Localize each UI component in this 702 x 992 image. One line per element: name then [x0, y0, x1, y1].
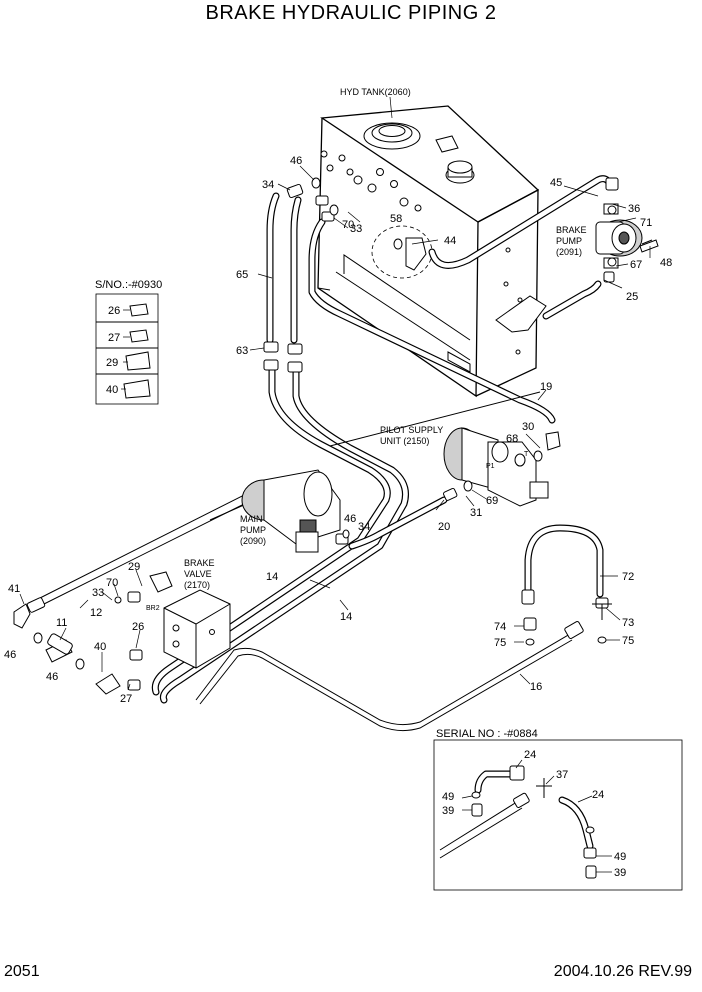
label-t: T — [524, 451, 529, 458]
serial-box-title: SERIAL NO : -#0884 — [436, 728, 538, 740]
date-revision: 2004.10.26 REV.99 — [553, 963, 692, 980]
main-pump — [241, 469, 341, 553]
callout: 68 — [506, 433, 518, 445]
label-brake-valve-2: VALVE — [184, 569, 212, 579]
callout: 73 — [622, 617, 634, 629]
callout: 46 — [290, 155, 302, 167]
callout: 26 — [132, 621, 144, 633]
page-title: BRAKE HYDRAULIC PIPING 2 — [205, 2, 497, 24]
serial-callout: 39 — [614, 867, 626, 879]
callout: 30 — [522, 421, 534, 433]
label-brake-valve-3: (2170) — [184, 580, 210, 590]
label-hyd-tank: HYD TANK(2060) — [340, 87, 411, 97]
callout: 45 — [550, 177, 562, 189]
callout: 31 — [470, 507, 482, 519]
page-number: 2051 — [4, 963, 40, 980]
callout: 44 — [444, 235, 456, 247]
serial-callout: 39 — [442, 805, 454, 817]
leader-lines — [19, 96, 651, 873]
serial-box-callouts: 24 37 49 39 24 49 39 — [442, 749, 626, 879]
callout: 65 — [236, 269, 248, 281]
callout: 67 — [630, 259, 642, 271]
callout: 11 — [56, 617, 67, 629]
serial-callout: 24 — [524, 749, 536, 761]
part-callouts: 46 34 70 33 58 44 45 36 71 48 67 25 65 6… — [4, 155, 672, 705]
label-main-pump-2: PUMP — [240, 525, 266, 535]
callout: 71 — [640, 217, 652, 229]
sno-box — [95, 293, 159, 405]
serial-callout: 37 — [556, 769, 568, 781]
callout: 72 — [622, 571, 634, 583]
sno-item-29: 29 — [106, 357, 118, 369]
component-labels: HYD TANK(2060) BRAKE PUMP (2091) PILOT S… — [95, 87, 587, 740]
callout: 27 — [120, 693, 132, 705]
hose-lines — [39, 175, 614, 732]
label-brake-pump-2: PUMP — [556, 236, 582, 246]
callout: 48 — [660, 257, 672, 269]
brake-valve — [163, 589, 231, 669]
sno-box-title: S/NO.:-#0930 — [95, 279, 162, 291]
callout: 46 — [4, 649, 16, 661]
label-brake-pump-1: BRAKE — [556, 225, 587, 235]
callout: 69 — [486, 495, 498, 507]
callout: 41 — [8, 583, 20, 595]
callout: 34 — [262, 179, 274, 191]
serial-callout: 49 — [442, 791, 454, 803]
label-pilot-supply-1: PILOT SUPPLY — [380, 425, 443, 435]
pilot-supply-unit — [443, 427, 549, 507]
callout: 12 — [90, 607, 102, 619]
callout: 74 — [494, 621, 506, 633]
callout: 36 — [628, 203, 640, 215]
serial-callout: 49 — [614, 851, 626, 863]
callout: 40 — [94, 641, 106, 653]
callout: 25 — [626, 291, 638, 303]
callout: 14 — [266, 571, 278, 583]
callout: 34 — [358, 521, 370, 533]
label-brake-pump-3: (2091) — [556, 247, 582, 257]
sno-item-27: 27 — [108, 332, 120, 344]
serial-callout: 24 — [592, 789, 604, 801]
callout: 46 — [46, 671, 58, 683]
brake-pump — [595, 203, 653, 269]
callout: 14 — [340, 611, 352, 623]
label-main-pump-1: MAIN — [240, 514, 263, 524]
callout: 63 — [236, 345, 248, 357]
label-br2: BR2 — [146, 605, 160, 612]
callout: 70 — [342, 219, 354, 231]
callout: 75 — [494, 637, 506, 649]
callout: 58 — [390, 213, 402, 225]
callout: 70 — [106, 577, 118, 589]
callout: 16 — [530, 681, 542, 693]
callout: 33 — [92, 587, 104, 599]
serial-box — [433, 739, 683, 891]
callout: 46 — [344, 513, 356, 525]
label-main-pump-3: (2090) — [240, 536, 266, 546]
hyd-tank — [317, 105, 547, 398]
label-pilot-supply-2: UNIT (2150) — [380, 436, 429, 446]
sno-box-items: 26 27 29 40 — [106, 305, 120, 396]
callout: 19 — [540, 381, 552, 393]
callout: 20 — [438, 521, 450, 533]
fittings — [13, 177, 659, 695]
callout: 75 — [622, 635, 634, 647]
sno-item-26: 26 — [108, 305, 120, 317]
label-p1: P1 — [486, 463, 495, 470]
label-brake-valve-1: BRAKE — [184, 558, 215, 568]
sno-item-40: 40 — [106, 384, 118, 396]
callout: 29 — [128, 561, 140, 573]
callout: 33 — [350, 223, 362, 235]
